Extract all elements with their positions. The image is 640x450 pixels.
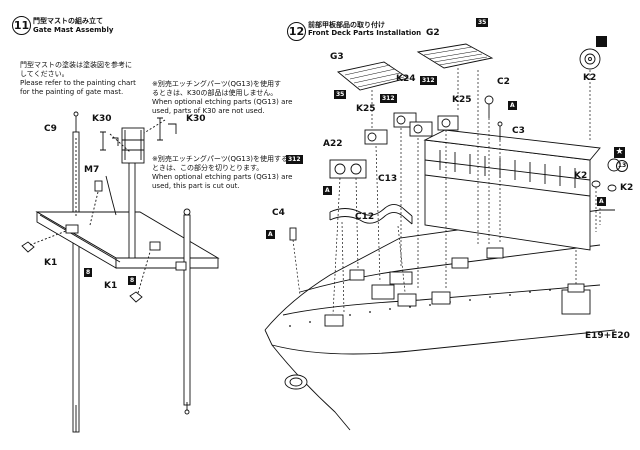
step-12-title-jp: 前部甲板部品の取り付け xyxy=(308,21,385,29)
part-label-c3: C3 xyxy=(512,126,525,136)
part-label-k2-mid: K2 xyxy=(574,171,588,181)
paint-code-box-312-top: 312 xyxy=(420,76,437,85)
part-label-k1-left: K1 xyxy=(44,258,58,268)
part-label-g2: G2 xyxy=(426,28,440,38)
etching-note-a-jp-2: るときは、K30の部品は使用しません。 xyxy=(152,89,278,97)
painting-note-en-1: Please refer to the painting chart xyxy=(20,79,136,87)
etching-note-b-jp-2: ときは、この部分を切りとります。 xyxy=(152,164,264,172)
part-label-k24: K24 xyxy=(396,74,416,84)
part-label-c13: C13 xyxy=(378,174,398,184)
front-deck-drawing xyxy=(264,43,621,431)
painting-note-jp-1: 門型マストの塗装は塗装図を参考に xyxy=(20,61,132,69)
paint-code-box-35-g3: 35 xyxy=(334,90,347,99)
etching-note-a-en-2: used, parts of K30 are not used. xyxy=(152,107,265,115)
etching-note-a-en-1: When optional etching parts (QG13) are xyxy=(152,98,293,106)
star-marker: ★ xyxy=(614,147,625,158)
paint-code-box-a-k2: A xyxy=(597,197,606,206)
part-label-e19-e20: E19+E20 xyxy=(585,331,630,341)
etching-note-b-jp-1: ※別売エッチングパーツ(QG13)を使用する xyxy=(152,155,289,163)
paint-code-box-a-c4: A xyxy=(266,230,275,239)
part-label-g3: G3 xyxy=(330,52,344,62)
step-11-number: 11 xyxy=(12,16,31,35)
painting-note-jp-2: してください。 xyxy=(20,70,69,78)
paint-code-box-8-lower: 8 xyxy=(128,276,137,285)
part-label-k2-top: K2 xyxy=(583,73,597,83)
paint-code-box-8-left: 8 xyxy=(84,268,93,277)
part-label-k30-left: K30 xyxy=(92,114,112,124)
paint-code-box-35-g2: 35 xyxy=(476,18,489,27)
optional-part-marker xyxy=(596,36,607,47)
part-label-c4: C4 xyxy=(272,208,285,218)
etching-note-a-jp-1: ※別売エッチングパーツ(QG13)を使用す xyxy=(152,80,282,88)
part-label-k2-right: K2 xyxy=(620,183,634,193)
etching-note-b-en-2: used, this part is cut out. xyxy=(152,182,240,190)
step-11-title-en: Gate Mast Assembly xyxy=(33,26,114,34)
part-label-k25-left: K25 xyxy=(356,104,376,114)
painting-note-en-2: for the painting of gate mast. xyxy=(20,88,124,96)
step-11-title-jp: 門型マストの組み立て xyxy=(33,17,103,25)
paint-code-box-a-a22: A xyxy=(323,186,332,195)
part-label-a22: A22 xyxy=(323,139,343,149)
part-label-c2: C2 xyxy=(497,77,510,87)
etching-note-b-en-1: When optional etching parts (QG13) are xyxy=(152,173,293,181)
step-12-number: 12 xyxy=(287,22,306,41)
part-label-m7: M7 xyxy=(84,165,100,175)
part-label-c12: C12 xyxy=(355,212,375,222)
paint-code-box-a-c2: A xyxy=(508,101,517,110)
part-label-c9: C9 xyxy=(44,124,57,134)
gate-mast-drawing xyxy=(21,111,220,433)
paint-code-box-312-k24: 312 xyxy=(380,94,397,103)
circled-13-marker: 13 xyxy=(616,160,628,172)
step-12-title-en: Front Deck Parts Installation xyxy=(308,29,422,37)
part-label-k1-lower: K1 xyxy=(104,281,118,291)
part-label-k25-right: K25 xyxy=(452,95,472,105)
part-label-k30-right: K30 xyxy=(186,114,206,124)
paint-code-box-312-a22: 312 xyxy=(286,155,303,164)
